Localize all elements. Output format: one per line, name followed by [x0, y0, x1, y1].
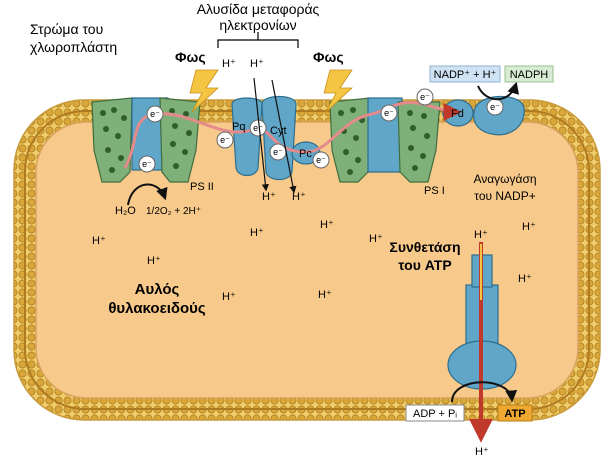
- water-split-label: 1/2O₂ + 2H⁺: [146, 206, 201, 217]
- svg-text:H⁺: H⁺: [522, 221, 536, 233]
- svg-text:e⁻: e⁻: [384, 108, 394, 118]
- atp-synthase-label-line2: του ATP: [398, 257, 451, 273]
- atp-synthase-label-line1: Συνθετάση: [389, 239, 460, 255]
- nadph-label: NADPH: [510, 69, 549, 81]
- pq-label: Pq: [232, 121, 245, 133]
- light-label-right: Φως: [313, 49, 344, 65]
- svg-text:H⁺: H⁺: [250, 58, 264, 70]
- adp-label: ADP + Pᵢ: [413, 408, 457, 420]
- nadp-label: NADP⁺ + H⁺: [434, 69, 497, 81]
- stroma-label-line2: χλωροπλάστη: [30, 39, 117, 55]
- svg-text:H⁺: H⁺: [475, 446, 489, 458]
- etc-label-line1: Αλυσίδα μεταφοράς: [197, 1, 320, 17]
- pc-label: Pc: [299, 148, 312, 160]
- svg-text:H⁺: H⁺: [320, 219, 334, 231]
- etc-label-line2: ηλεκτρονίων: [219, 17, 296, 33]
- svg-text:e⁻: e⁻: [316, 155, 326, 165]
- svg-text:e⁻: e⁻: [420, 92, 430, 102]
- svg-text:e⁻: e⁻: [220, 135, 230, 145]
- svg-text:e⁻: e⁻: [142, 159, 152, 169]
- svg-text:H⁺: H⁺: [318, 289, 332, 301]
- ps1-label: PS I: [424, 185, 445, 197]
- reductase-label-line2: του NADP+: [474, 189, 536, 203]
- svg-text:e⁻: e⁻: [273, 147, 283, 157]
- svg-text:e⁻: e⁻: [490, 102, 500, 112]
- svg-text:H⁺: H⁺: [222, 58, 236, 70]
- cyt-label: Cyt: [270, 125, 287, 137]
- svg-text:H⁺: H⁺: [92, 235, 106, 247]
- atp-label: ATP: [504, 408, 525, 420]
- light-label-left: Φως: [175, 49, 206, 65]
- water-label: H₂O: [115, 205, 136, 217]
- fd-label: Fd: [451, 108, 464, 120]
- svg-text:e⁻: e⁻: [253, 123, 263, 133]
- svg-text:e⁻: e⁻: [150, 109, 160, 119]
- lumen-label-line2: θυλακοειδούς: [108, 300, 206, 317]
- ps2-label: PS II: [190, 181, 214, 193]
- reductase-label-line1: Αναγωγάση: [473, 172, 536, 186]
- svg-text:H⁺: H⁺: [262, 191, 276, 203]
- etc-bracket: [218, 40, 298, 48]
- svg-text:H⁺: H⁺: [474, 229, 488, 241]
- svg-text:H⁺: H⁺: [222, 291, 236, 303]
- lumen-label-line1: Αυλός: [135, 281, 180, 298]
- svg-text:H⁺: H⁺: [369, 233, 383, 245]
- svg-text:H⁺: H⁺: [250, 227, 264, 239]
- stroma-label-line1: Στρώμα του: [30, 21, 103, 37]
- svg-text:H⁺: H⁺: [292, 191, 306, 203]
- svg-text:H⁺: H⁺: [518, 273, 532, 285]
- svg-text:H⁺: H⁺: [147, 255, 161, 267]
